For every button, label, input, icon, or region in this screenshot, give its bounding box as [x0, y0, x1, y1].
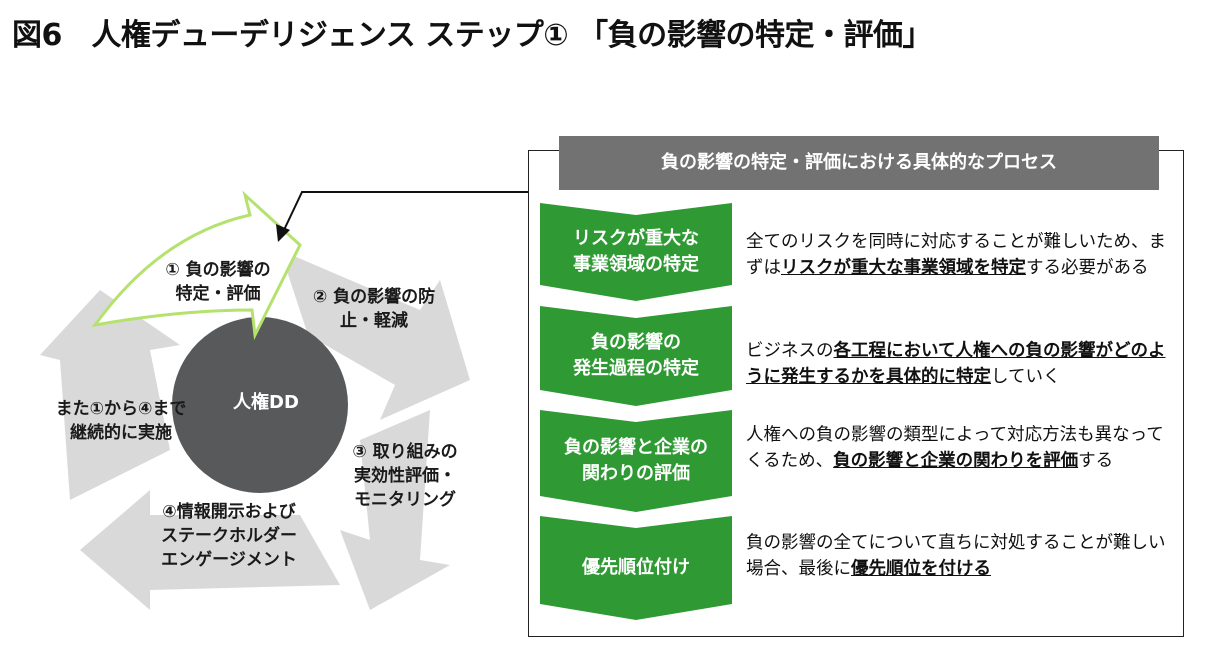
desc-text: 負の影響の全てについて直ちに対処することが難しい場合、最後に	[746, 533, 1166, 579]
cycle-arrow-repeat	[40, 290, 180, 500]
desc-text: する	[1078, 451, 1114, 471]
page-title: 図6 人権デューデリジェンス ステップ① 「負の影響の特定・評価」	[12, 18, 933, 53]
emphasis-text: 負の影響と企業の関わりを評価	[833, 451, 1079, 471]
cycle-step-1-label: ① 負の影響の 特定・評価	[165, 260, 271, 304]
connector-arrow	[276, 191, 530, 242]
cycle-step-3-label: ③ 取り組みの 実効性評価・ モニタリング	[352, 442, 458, 510]
process-step-4: 優先順位付け	[540, 516, 732, 620]
process-step-3-label: 負の影響と企業の 関わりの評価	[564, 437, 708, 484]
center-circle	[172, 317, 348, 493]
panel-header: 負の影響の特定・評価における具体的なプロセス	[559, 136, 1159, 190]
process-step-3: 負の影響と企業の 関わりの評価	[540, 410, 732, 512]
cycle-repeat-note: また①から④まで 継続的に実施	[55, 399, 187, 443]
cycle-arrow-3	[340, 410, 450, 610]
emphasis-text: 各工程において人権への負の影響がどのように発生するかを具体的に特定	[746, 341, 1166, 387]
desc-text: する必要がある	[1026, 258, 1149, 278]
cycle-step-4-label: ④情報開示および ステークホルダー エンゲージメント	[161, 502, 297, 570]
process-step-2-desc: ビジネスの各工程において人権への負の影響がどのように発生するかを具体的に特定して…	[746, 338, 1166, 390]
emphasis-text: リスクが重大な事業領域を特定	[781, 258, 1026, 278]
process-step-4-label: 優先順位付け	[582, 557, 690, 578]
cycle-arrow-4	[80, 490, 340, 610]
desc-text: ビジネスの	[746, 341, 834, 361]
process-step-2: 負の影響の 発生過程の特定	[540, 306, 732, 406]
desc-text: していく	[991, 367, 1061, 387]
process-step-1-desc: 全てのリスクを同時に対応することが難しいため、まずはリスクが重大な事業領域を特定…	[746, 229, 1166, 281]
cycle-arrow-1-highlight	[91, 190, 302, 341]
cycle-step-2-label: ② 負の影響の防 止・軽減	[312, 287, 436, 331]
desc-text: 人権への負の影響の類型によって対応方法も異なってくるため、	[746, 425, 1164, 471]
cycle-diagram	[40, 190, 470, 610]
process-step-1-label: リスクが重大な 事業領域の特定	[573, 228, 699, 275]
desc-text: 全てのリスクを同時に対応することが難しいため、まずは	[746, 232, 1166, 278]
center-label: 人権DD	[233, 392, 299, 413]
process-step-1: リスクが重大な 事業領域の特定	[540, 203, 732, 301]
emphasis-text: 優先順位を付ける	[851, 559, 991, 579]
cycle-arrow-2	[280, 250, 470, 420]
process-step-4-desc: 負の影響の全てについて直ちに対処することが難しい場合、最後に優先順位を付ける	[746, 530, 1166, 582]
process-step-2-label: 負の影響の 発生過程の特定	[573, 332, 699, 379]
process-step-3-desc: 人権への負の影響の類型によって対応方法も異なってくるため、負の影響と企業の関わり…	[746, 422, 1166, 474]
